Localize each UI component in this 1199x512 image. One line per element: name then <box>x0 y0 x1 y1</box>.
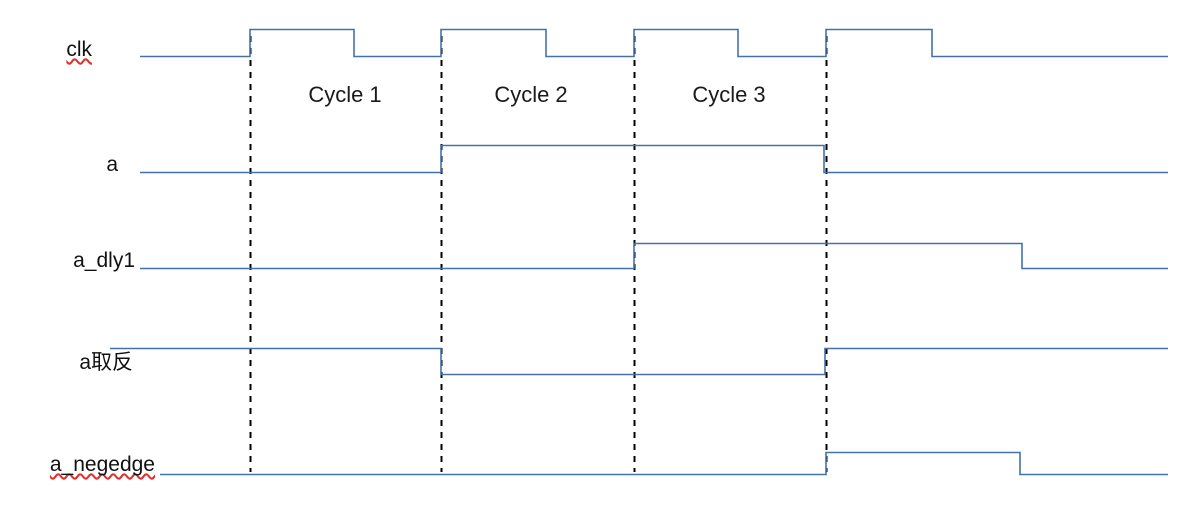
waveform-clk <box>140 28 1168 58</box>
waveform-a <box>140 144 1168 174</box>
signal-label-a_invert: a取反 <box>79 351 133 374</box>
signal-label-clk: clk <box>66 38 92 61</box>
signal-label-a_dly1: a_dly1 <box>73 249 135 272</box>
signal-label-a_negedge: a_negedge <box>49 453 155 476</box>
cycle-label-3: Cycle 3 <box>692 82 766 107</box>
waveform-a_invert <box>110 347 1168 376</box>
cycle-label-2: Cycle 2 <box>494 82 568 107</box>
cycle-label-1: Cycle 1 <box>308 82 382 107</box>
waveform-a_dly1 <box>140 242 1168 270</box>
signal-label-a: a <box>106 153 118 176</box>
waveform-a_negedge <box>160 451 1168 476</box>
